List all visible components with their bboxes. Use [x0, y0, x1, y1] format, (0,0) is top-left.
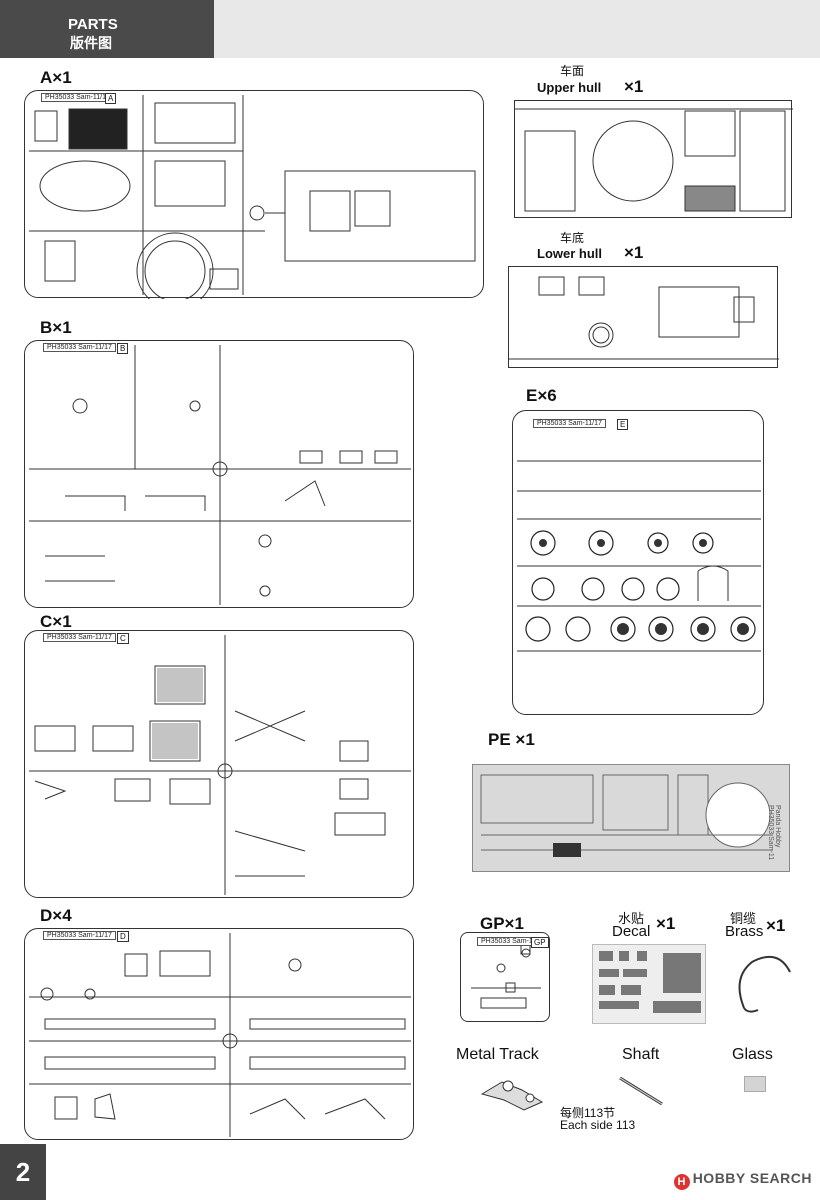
page-title: PARTS: [68, 16, 118, 33]
sprue-a-frame: PH35033 Sam-11/17 A: [24, 90, 484, 299]
decal-cn: 水贴: [618, 911, 645, 926]
metal-track-label: Metal Track: [456, 1046, 539, 1063]
pe-vertical-text: Panda Hobby PH35033 Sam-11: [767, 805, 781, 861]
decal-items: [599, 951, 701, 1013]
pe-label: PE ×1: [488, 730, 535, 749]
lower-hull-cn: 车底: [560, 231, 585, 245]
decal-sheet: [592, 944, 706, 1024]
gp-frame: PH35033 Sam-11 GP: [460, 932, 550, 1022]
track-note-cn: 每侧113节: [560, 1106, 616, 1120]
header-strip: [214, 0, 820, 58]
sprue-b-parts: [29, 345, 411, 605]
sprue-d-frame: PH35033 Sam-11/17 D: [24, 928, 414, 1140]
lower-hull-label: Lower hull: [537, 246, 602, 261]
gp-parts: [471, 944, 541, 1009]
decal-label: Decal: [612, 923, 651, 940]
sprue-e-letter: E: [617, 419, 629, 430]
metal-track-drawing: [480, 1080, 544, 1111]
lower-hull-qty: ×1: [624, 243, 644, 262]
watermark-text: HOBBY SEARCH: [692, 1170, 812, 1186]
sprue-d-letter: D: [117, 931, 129, 942]
gp-label: GP×1: [480, 914, 524, 933]
glass-piece: [744, 1076, 766, 1092]
sprue-b-frame: PH35033 Sam-11/17 B: [24, 340, 414, 608]
brass-wire: [738, 955, 791, 1013]
sprue-d-parts: [29, 933, 411, 1137]
lower-hull-details: [509, 276, 779, 360]
decal-qty: ×1: [656, 914, 676, 933]
page-number: 2: [0, 1144, 46, 1200]
upper-hull-label: Upper hull: [537, 80, 602, 95]
sprue-b-label: B×1: [40, 318, 72, 337]
lower-hull-drawing: [508, 266, 779, 368]
shaft-label: Shaft: [622, 1046, 660, 1063]
sprue-e-label: E×6: [526, 386, 557, 405]
upper-hull-cn: 车面: [560, 64, 585, 78]
track-note-en: Each side 113: [560, 1118, 636, 1132]
sprue-e-code: PH35033 Sam-11/17: [533, 419, 606, 428]
sprue-c-code: PH35033 Sam-11/17: [43, 633, 116, 642]
sprue-a-label: A×1: [40, 68, 72, 87]
sprue-b-letter: B: [117, 343, 129, 354]
hobby-search-logo-icon: H: [673, 1174, 690, 1190]
sprue-c-frame: PH35033 Sam-11/17 C: [24, 630, 414, 898]
sprue-d-label: D×4: [40, 906, 72, 925]
pe-parts: [480, 774, 773, 857]
brass-cn: 铜缆: [730, 911, 757, 926]
brass-label: Brass: [725, 923, 764, 940]
brass-qty: ×1: [766, 916, 786, 935]
glass-label: Glass: [732, 1046, 773, 1063]
sprue-e-parts: [517, 460, 761, 652]
upper-hull-drawing: [514, 100, 793, 218]
sprue-c-label: C×1: [40, 612, 72, 631]
sprue-a-parts: [29, 95, 476, 299]
sprue-a-code: PH35033 Sam-11/17: [41, 93, 114, 102]
page-title-cn: 版件图: [70, 35, 112, 51]
sprue-b-code: PH35033 Sam-11/17: [43, 343, 116, 352]
shaft-drawing: [619, 1076, 663, 1106]
header-bar: [0, 0, 214, 58]
sprue-c-letter: C: [117, 633, 129, 644]
gp-letter: GP: [531, 937, 549, 948]
sprue-c-parts: [29, 635, 411, 895]
upper-hull-details: [515, 108, 793, 212]
pe-sheet: Panda Hobby PH35033 Sam-11: [472, 764, 790, 872]
sprue-d-code: PH35033 Sam-11/17: [43, 931, 116, 940]
upper-hull-qty: ×1: [624, 77, 644, 96]
sprue-a-letter: A: [105, 93, 117, 104]
sprue-e-frame: PH35033 Sam-11/17 E: [512, 410, 764, 715]
